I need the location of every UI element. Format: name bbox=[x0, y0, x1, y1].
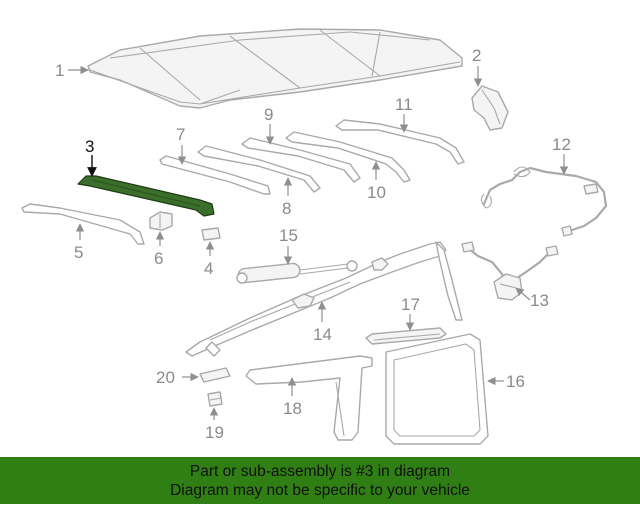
callout-2: 2 bbox=[472, 46, 481, 65]
callout-18: 18 bbox=[283, 399, 302, 418]
callout-13: 13 bbox=[530, 291, 549, 310]
banner-line-2: Diagram may not be specific to your vehi… bbox=[170, 482, 470, 499]
callout-20: 20 bbox=[156, 368, 175, 387]
callout-14: 14 bbox=[313, 325, 332, 344]
banner-line-1: Part or sub-assembly is #3 in diagram bbox=[189, 463, 451, 480]
part-9-seal[interactable] bbox=[241, 137, 361, 183]
part-5-weatherstrip[interactable] bbox=[21, 203, 145, 245]
callout-9: 9 bbox=[264, 105, 273, 124]
part-15-gas-strut[interactable] bbox=[236, 260, 358, 284]
callout-19: 19 bbox=[205, 423, 224, 442]
part-17-header-strip[interactable] bbox=[365, 327, 447, 345]
part-18-pillar-trim[interactable] bbox=[245, 355, 373, 441]
part-8-seal[interactable] bbox=[197, 145, 321, 193]
callout-7: 7 bbox=[176, 125, 185, 144]
callout-8: 8 bbox=[282, 199, 291, 218]
part-13-harness-module[interactable] bbox=[461, 241, 559, 301]
part-7-seal[interactable] bbox=[159, 155, 271, 195]
part-12-wiring-harness[interactable] bbox=[480, 166, 608, 237]
callout-5: 5 bbox=[74, 243, 83, 262]
callout-1: 1 bbox=[55, 61, 64, 80]
callout-16: 16 bbox=[506, 372, 525, 391]
part-1-roof-panel[interactable] bbox=[87, 28, 463, 109]
part-19-fastener[interactable] bbox=[207, 391, 223, 407]
part-10-seal[interactable] bbox=[285, 131, 411, 183]
part-6-bracket[interactable] bbox=[149, 211, 173, 231]
callout-10: 10 bbox=[367, 183, 386, 202]
parts-diagram: 1 2 3 4 5 6 7 8 9 bbox=[21, 28, 608, 445]
callout-11: 11 bbox=[395, 95, 413, 114]
part-11-seal[interactable] bbox=[335, 119, 465, 165]
callout-15: 15 bbox=[279, 226, 298, 245]
part-16-glass-panel[interactable] bbox=[385, 333, 489, 445]
info-banner: Part or sub-assembly is #3 in diagram Di… bbox=[0, 457, 640, 504]
callout-3: 3 bbox=[85, 137, 94, 156]
part-20-retainer[interactable] bbox=[199, 367, 231, 383]
part-2-corner-bracket[interactable] bbox=[471, 85, 509, 131]
part-4-clip[interactable] bbox=[201, 227, 221, 241]
callout-17: 17 bbox=[401, 295, 420, 314]
part-3-header-rail[interactable] bbox=[77, 175, 215, 217]
callout-12: 12 bbox=[552, 135, 571, 154]
part-14-frame-rail[interactable] bbox=[185, 241, 463, 357]
callout-6: 6 bbox=[154, 249, 163, 268]
callout-4: 4 bbox=[204, 259, 213, 278]
